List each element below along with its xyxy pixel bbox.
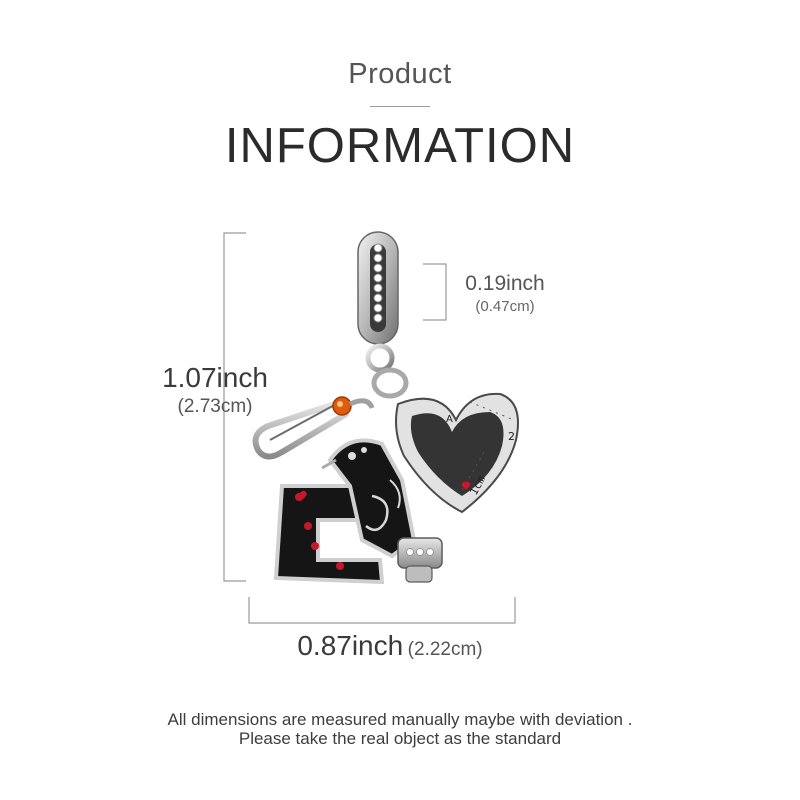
height-inch: 1.07inch [162,362,268,393]
width-cm: (2.22cm) [407,639,483,660]
disclaimer: All dimensions are measured manually may… [0,710,800,748]
width-bracket [248,597,516,624]
ring-bracket [423,263,447,321]
title-divider [370,106,430,107]
disclaimer-line-1: All dimensions are measured manually may… [167,710,633,729]
product-label: Product [348,58,452,90]
crystal-stones [373,243,383,323]
height-cm: (2.73cm) [177,396,253,417]
heart-gems [295,490,344,570]
bail-ring [357,231,399,345]
disclaimer-line-2: Please take the real object as the stand… [238,729,562,748]
tape-measure-heart: 1cm 2 A [395,392,519,514]
ring-opening-cm: (0.47cm) [475,298,535,315]
sewing-machine [273,438,443,585]
safety-pin [252,396,375,460]
width-inch: 0.87inch [297,630,404,661]
page-title: INFORMATION [224,119,576,173]
jump-ring [371,367,409,399]
tape-letter-text: A [446,414,453,425]
height-bracket [223,232,246,582]
heart-gem [461,481,471,490]
width-dimension: 0.87inch (2.22cm) [240,630,540,662]
tape-digit-text: 2 [508,430,515,443]
ring-opening-inch: 0.19inch [465,272,545,295]
jump-ring [365,343,395,373]
